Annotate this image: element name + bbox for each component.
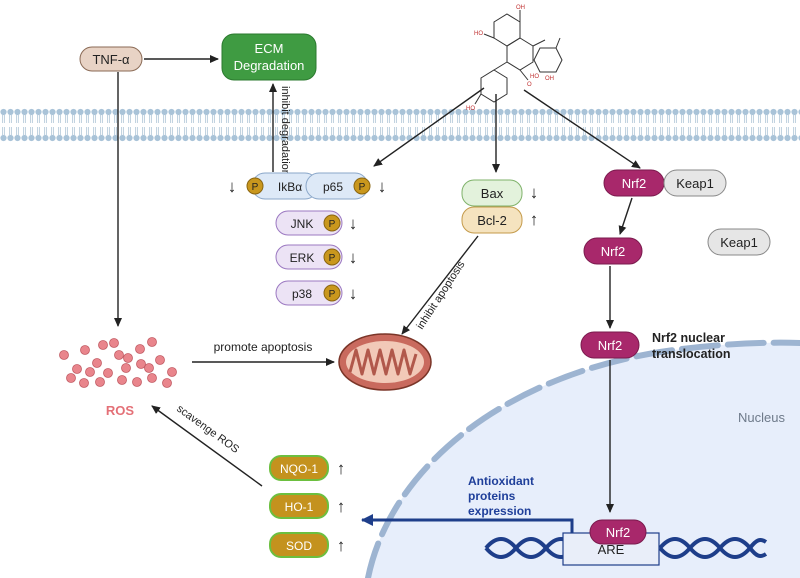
tnf-alpha-label: TNF-α <box>92 52 130 67</box>
jnk-label: JNK <box>291 217 314 231</box>
antiox-label-line1: Antioxidant <box>468 474 534 488</box>
nqo1-up-arrow: ↑ <box>337 459 346 478</box>
phospho-jnk-label: P <box>329 219 336 230</box>
nrf2-translocating-label: Nrf2 <box>598 338 623 353</box>
svg-text:OH: OH <box>516 5 525 11</box>
bax-box <box>461 179 523 207</box>
antiox-label-line3: expression <box>468 504 531 518</box>
dna-helix-icon <box>484 537 768 559</box>
arrow-scavenge-ros <box>151 405 263 487</box>
arrow-inhibit-apoptosis <box>401 235 479 335</box>
phospho-ikba-icon <box>246 177 264 195</box>
ecm-degradation-box <box>221 33 317 81</box>
arrow-nrf2-release <box>618 197 633 235</box>
arrow-antioxidant-expression <box>361 514 574 533</box>
nrf2-bound-box <box>589 519 647 545</box>
jnk-down-arrow: ↓ <box>349 214 358 233</box>
tnf-alpha-box <box>79 46 143 72</box>
phospho-p38-icon <box>323 284 341 302</box>
phospho-erk-icon <box>323 248 341 266</box>
nrf2-free-box <box>583 237 643 265</box>
ecm-label-line1: ECM <box>255 41 284 56</box>
nrf2-bound-label: Nrf2 <box>606 525 631 540</box>
inhibit-degradation-label: inhibit degradation <box>279 86 291 176</box>
ros-particles-icon <box>59 337 177 388</box>
p38-box <box>275 280 343 306</box>
ho1-label: HO-1 <box>285 500 314 514</box>
sod-label: SOD <box>286 539 312 553</box>
keap1-free-label: Keap1 <box>720 235 758 250</box>
translocation-label-line2: translocation <box>652 347 731 361</box>
nqo1-label: NQO-1 <box>280 462 318 476</box>
nrf2-cytoplasm-label: Nrf2 <box>622 176 647 191</box>
ecm-label-line2: Degradation <box>234 58 305 73</box>
svg-text:OH: OH <box>545 76 554 82</box>
antiox-label-line2: proteins <box>468 489 516 503</box>
arrow-compound-to-nrf2 <box>523 89 641 169</box>
keap1-bound-box <box>663 169 727 197</box>
p65-down-arrow: ↓ <box>378 177 387 196</box>
bcl2-label: Bcl-2 <box>477 213 507 228</box>
nrf2-free-label: Nrf2 <box>601 244 626 259</box>
jnk-box <box>275 210 343 236</box>
bcl2-box <box>461 206 523 234</box>
phospho-ikba-label: P <box>252 182 259 193</box>
keap1-bound-label: Keap1 <box>676 176 714 191</box>
svg-text:O: O <box>527 82 532 88</box>
nqo1-box <box>269 455 329 481</box>
p38-label: p38 <box>292 287 312 301</box>
phospho-p65-label: P <box>359 182 366 193</box>
are-label: ARE <box>598 542 625 557</box>
erk-label: ERK <box>290 251 315 265</box>
phospho-p65-icon <box>353 177 371 195</box>
compound-structure-icon <box>474 10 563 105</box>
cell-membrane <box>0 108 800 142</box>
ros-label: ROS <box>106 403 135 418</box>
nucleus-label: Nucleus <box>738 410 785 425</box>
bax-down-arrow: ↓ <box>530 183 539 202</box>
ho1-up-arrow: ↑ <box>337 497 346 516</box>
svg-text:HO: HO <box>474 31 483 37</box>
erk-down-arrow: ↓ <box>349 248 358 267</box>
keap1-free-box <box>707 228 771 256</box>
bcl2-up-arrow: ↑ <box>530 210 539 229</box>
mitochondrion-icon <box>338 333 432 391</box>
compound-atom-labels: OH HO O OH HO HO <box>466 5 554 112</box>
phospho-jnk-icon <box>323 214 341 232</box>
p38-down-arrow: ↓ <box>349 284 358 303</box>
erk-box <box>275 244 343 270</box>
translocation-label-line1: Nrf2 nuclear <box>652 331 725 345</box>
p65-label: p65 <box>323 180 343 194</box>
inhibit-apoptosis-label: inhibit apoptosis <box>414 259 467 332</box>
phospho-p38-label: P <box>329 289 336 300</box>
svg-text:HO: HO <box>466 106 475 112</box>
nrf2-translocating-box <box>580 331 640 359</box>
ikba-label: IkBα <box>278 180 302 194</box>
svg-text:HO: HO <box>530 74 539 80</box>
phospho-erk-label: P <box>329 253 336 264</box>
ho1-box <box>269 493 329 519</box>
sod-up-arrow: ↑ <box>337 536 346 555</box>
arrow-compound-to-nfkb <box>373 87 485 167</box>
promote-apoptosis-label: promote apoptosis <box>214 340 313 354</box>
bax-label: Bax <box>481 186 504 201</box>
ikba-down-arrow: ↓ <box>228 177 237 196</box>
sod-box <box>269 532 329 558</box>
